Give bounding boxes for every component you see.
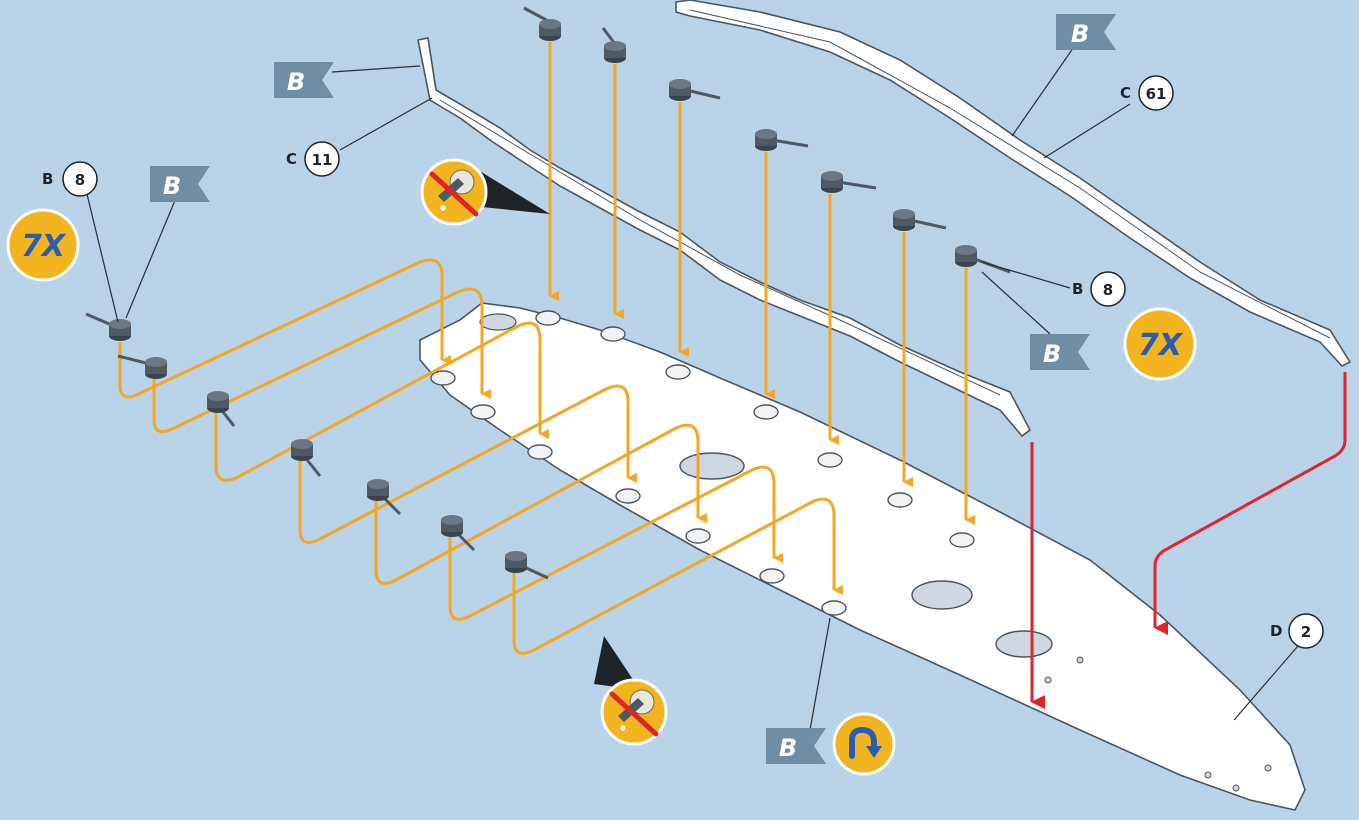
socket xyxy=(615,488,641,504)
turret-part-icon xyxy=(441,515,476,552)
turret-part-icon xyxy=(207,391,236,427)
guide-arrow xyxy=(152,287,491,434)
turret-part-icon xyxy=(523,6,561,41)
turret-part-icon xyxy=(85,312,131,341)
turret-part-icon xyxy=(505,551,549,580)
part-number: 2 xyxy=(1301,623,1311,641)
socket xyxy=(817,452,843,468)
socket xyxy=(430,370,456,386)
red-arrow xyxy=(1153,372,1347,635)
part-callout-b8-left: B 8 xyxy=(42,161,98,197)
turret-group-top xyxy=(523,6,1011,274)
bulwark-part-c61 xyxy=(675,0,1352,367)
turret-part-icon xyxy=(669,79,721,101)
socket xyxy=(759,568,785,584)
no-glue-icon xyxy=(420,158,488,226)
no-glue-icon xyxy=(600,678,668,746)
flag-letter: B xyxy=(163,172,181,200)
guide-arrow xyxy=(298,384,637,544)
part-number: 11 xyxy=(312,151,333,169)
flag-label-icon: B xyxy=(150,166,210,202)
quantity-badge-left: 7X xyxy=(6,208,80,282)
turret-part-icon xyxy=(893,209,947,231)
socket xyxy=(949,532,975,548)
part-letter: C xyxy=(1120,84,1131,102)
part-callout-c61: C 61 xyxy=(1120,75,1174,111)
leader-lines xyxy=(85,43,1299,731)
part-number-circle xyxy=(1138,75,1174,111)
socket xyxy=(470,404,496,420)
flag-label-icon: B xyxy=(274,62,334,98)
socket xyxy=(685,528,711,544)
part-number: 8 xyxy=(1103,281,1113,299)
hull-guide-arrows xyxy=(1030,372,1347,709)
socket xyxy=(527,444,553,460)
part-number-circle xyxy=(304,141,340,177)
part-callout-c11: C 11 xyxy=(286,141,340,177)
part-callout-b8-right: B 8 xyxy=(1072,271,1126,307)
deck-part xyxy=(419,302,1306,811)
part-letter: B xyxy=(42,170,53,188)
turret-part-icon xyxy=(367,479,402,516)
deck-sockets xyxy=(430,310,975,616)
part-callout-d2: D 2 xyxy=(1270,613,1324,649)
turret-part-icon xyxy=(291,439,322,477)
socket xyxy=(887,492,913,508)
no-glue-callout-top xyxy=(420,158,550,226)
flip-icon xyxy=(832,712,896,776)
part-number: 61 xyxy=(1146,85,1167,103)
guide-arrow xyxy=(512,497,843,655)
flag-label-icon: B xyxy=(766,728,826,764)
part-letter: D xyxy=(1270,622,1282,640)
part-letter: B xyxy=(1072,280,1083,298)
flag-letter: B xyxy=(1071,20,1089,48)
turret-part-icon xyxy=(821,171,877,193)
part-number: 8 xyxy=(75,171,85,189)
socket xyxy=(665,364,691,380)
socket xyxy=(821,600,847,616)
turret-part-icon xyxy=(117,354,167,379)
quantity-badge-right: 7X xyxy=(1123,307,1197,381)
quantity-badge-text: 7X xyxy=(1138,328,1184,363)
turret-part-icon xyxy=(755,129,809,151)
turret-guide-arrows xyxy=(118,42,975,655)
flag-label-icon: B xyxy=(1056,14,1116,50)
guide-arrow xyxy=(448,465,783,621)
flag-letter: B xyxy=(779,734,797,762)
bulwark-part-c11 xyxy=(417,37,1032,438)
no-glue-callout-bottom xyxy=(594,636,668,746)
guide-arrow xyxy=(214,321,549,482)
socket xyxy=(753,404,779,420)
quantity-badge-text: 7X xyxy=(21,229,67,264)
guide-arrow xyxy=(374,423,707,585)
part-letter: C xyxy=(286,150,297,168)
guide-arrow xyxy=(118,258,451,399)
socket xyxy=(600,326,626,342)
part-number-circle xyxy=(1090,271,1126,307)
flag-letter: B xyxy=(287,68,305,96)
part-number-circle xyxy=(62,161,98,197)
flag-letter: B xyxy=(1043,340,1061,368)
flag-label-icon: B xyxy=(1030,334,1090,370)
part-number-circle xyxy=(1288,613,1324,649)
turret-part-icon xyxy=(601,27,626,63)
turret-group-left xyxy=(85,312,549,580)
socket xyxy=(535,310,561,326)
